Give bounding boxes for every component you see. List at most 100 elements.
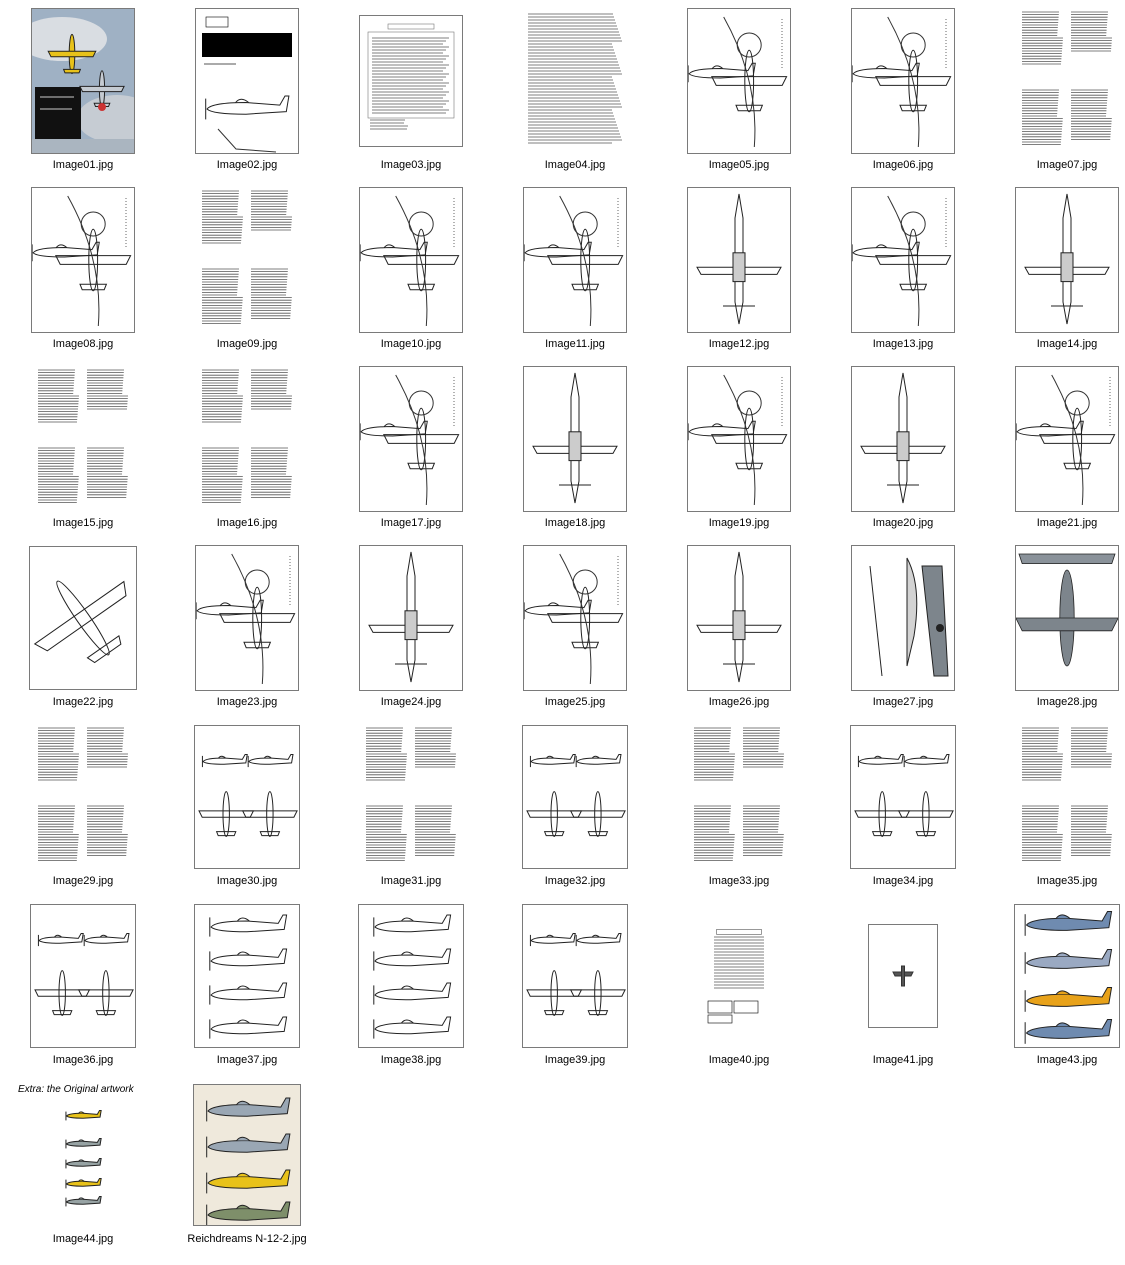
thumbnail-item[interactable]: Image26.jpg [657,537,821,715]
thumbnail-image[interactable] [523,545,627,691]
thumbnail-image[interactable] [195,545,299,691]
thumbnail-image[interactable] [359,187,463,333]
thumbnail-filename: Image35.jpg [1036,875,1098,887]
thumbnail-filename: Image26.jpg [708,696,770,708]
thumbnail-item[interactable]: Image10.jpg [329,179,493,357]
thumbnail-item[interactable]: Image41.jpg [821,895,985,1073]
thumbnail-item[interactable]: Image35.jpg [985,716,1125,894]
thumbnail-item[interactable]: Image33.jpg [657,716,821,894]
thumbnail-image[interactable] [195,8,299,154]
thumbnail-filename: Image29.jpg [52,875,114,887]
thumbnail-item[interactable]: Image32.jpg [493,716,657,894]
thumbnail-item[interactable]: Image30.jpg [165,716,329,894]
thumbnail-item[interactable]: Image21.jpg [985,358,1125,536]
thumbnail-filename: Image04.jpg [544,159,606,171]
thumbnail-image[interactable] [45,1104,121,1219]
thumbnail-image[interactable] [1015,366,1119,512]
thumbnail-item[interactable]: Image08.jpg [1,179,165,357]
thumbnail-image[interactable] [687,8,791,154]
thumbnail-image[interactable] [1015,545,1119,691]
thumbnail-item[interactable]: Image05.jpg [657,0,821,178]
thumbnail-filename: Image14.jpg [1036,338,1098,350]
thumbnail-item[interactable]: Image07.jpg [985,0,1125,178]
thumbnail-image[interactable] [30,904,136,1048]
thumbnail-image[interactable] [522,725,628,869]
thumbnail-item[interactable]: Image13.jpg [821,179,985,357]
thumbnail-image[interactable] [851,8,955,154]
thumbnail-image[interactable] [1015,187,1119,333]
thumbnail-image[interactable] [194,725,300,869]
thumbnail-image[interactable] [687,366,791,512]
thumbnail-item[interactable]: Image23.jpg [165,537,329,715]
thumbnail-image[interactable] [32,724,134,868]
thumbnail-image[interactable] [868,924,938,1028]
thumbnail-item[interactable]: Image29.jpg [1,716,165,894]
thumbnail-item[interactable]: Image44.jpg [1,1074,165,1252]
thumbnail-item[interactable]: Image22.jpg [1,537,165,715]
thumbnail-item[interactable]: Image12.jpg [657,179,821,357]
thumbnail-item[interactable]: Image16.jpg [165,358,329,536]
thumbnail-image[interactable] [358,904,464,1048]
thumbnail-item[interactable]: Image01.jpg [1,0,165,178]
thumbnail-item[interactable]: Image34.jpg [821,716,985,894]
thumbnail-image[interactable] [687,187,791,333]
thumbnail-image[interactable] [29,546,137,690]
thumbnail-item[interactable]: Image15.jpg [1,358,165,536]
thumbnail-item[interactable]: Image11.jpg [493,179,657,357]
thumbnail-image[interactable] [193,1084,301,1226]
thumbnail-item[interactable]: Image43.jpg [985,895,1125,1073]
extra-label: Extra: the Original artwork [18,1084,134,1095]
thumbnail-image[interactable] [522,904,628,1048]
thumbnail-image[interactable] [359,366,463,512]
thumbnail-image[interactable] [851,545,955,691]
thumbnail-item[interactable]: Image25.jpg [493,537,657,715]
thumbnail-image[interactable] [196,187,298,331]
thumbnail-image[interactable] [851,366,955,512]
thumbnail-item[interactable]: Image38.jpg [329,895,493,1073]
thumbnail-filename: Image27.jpg [872,696,934,708]
thumbnail-image[interactable] [31,187,135,333]
thumbnail-item[interactable]: Reichdreams N-12-2.jpg [165,1074,329,1252]
thumbnail-image[interactable] [196,366,298,510]
thumbnail-image[interactable] [523,187,627,333]
thumbnail-image[interactable] [704,915,774,1035]
thumbnail-item[interactable]: Image09.jpg [165,179,329,357]
thumbnail-image[interactable] [850,725,956,869]
thumbnail-item[interactable]: Image06.jpg [821,0,985,178]
thumbnail-image[interactable] [523,366,627,512]
thumbnail-filename: Image21.jpg [1036,517,1098,529]
thumbnail-image[interactable] [194,904,300,1048]
thumbnail-image[interactable] [359,545,463,691]
thumbnail-image[interactable] [360,724,462,868]
thumbnail-item[interactable]: Image18.jpg [493,358,657,536]
thumbnail-item[interactable]: Image31.jpg [329,716,493,894]
thumbnail-item[interactable]: Image02.jpg [165,0,329,178]
thumbnail-item[interactable]: Image37.jpg [165,895,329,1073]
thumbnail-image[interactable] [687,545,791,691]
thumbnail-item[interactable]: Image17.jpg [329,358,493,536]
thumbnail-image[interactable] [1016,8,1118,152]
thumbnail-image[interactable] [851,187,955,333]
thumbnail-image[interactable] [1014,904,1120,1048]
thumbnail-image[interactable] [688,724,790,868]
thumbnail-item[interactable]: Image19.jpg [657,358,821,536]
thumbnail-item[interactable]: Image04.jpg [493,0,657,178]
thumbnail-filename: Image28.jpg [1036,696,1098,708]
thumbnail-filename: Image40.jpg [708,1054,770,1066]
thumbnail-item[interactable]: Image27.jpg [821,537,985,715]
thumbnail-image[interactable] [359,15,463,147]
thumbnail-item[interactable]: Image39.jpg [493,895,657,1073]
thumbnail-item[interactable]: Image03.jpg [329,0,493,178]
thumbnail-filename: Reichdreams N-12-2.jpg [187,1233,307,1245]
thumbnail-image[interactable] [31,8,135,154]
thumbnail-filename: Image07.jpg [1036,159,1098,171]
thumbnail-image[interactable] [1016,724,1118,868]
thumbnail-image[interactable] [32,366,134,510]
thumbnail-item[interactable]: Image28.jpg [985,537,1125,715]
thumbnail-item[interactable]: Image36.jpg [1,895,165,1073]
thumbnail-image[interactable] [524,8,626,152]
thumbnail-item[interactable]: Image40.jpg [657,895,821,1073]
thumbnail-item[interactable]: Image20.jpg [821,358,985,536]
thumbnail-item[interactable]: Image14.jpg [985,179,1125,357]
thumbnail-item[interactable]: Image24.jpg [329,537,493,715]
